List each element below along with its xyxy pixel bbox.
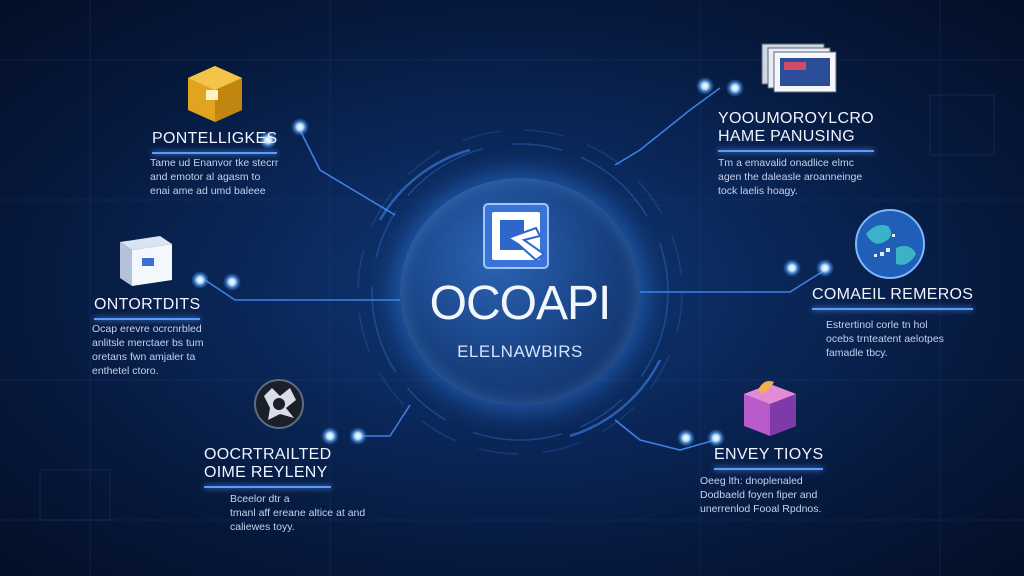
desc-line: enai ame ad umd baleee (150, 185, 266, 197)
desc-line: Tm a emavalid onadlice elmc (718, 157, 854, 169)
desc-line: ocebs trnteatent aelotpes (826, 333, 944, 345)
node-mid-left-title-line: ONTORTDITS (94, 296, 201, 313)
desc-line: and emotor al agasm to (150, 171, 261, 183)
purple-box-icon (744, 381, 796, 436)
title-underline (714, 468, 824, 470)
node-mid-left-desc: Ocap erevre ocrcnrbled anlitsle merctaer… (92, 322, 203, 378)
node-bottom-left-title-line: OOCRTRAILTED (204, 446, 332, 463)
central-hub[interactable]: OCOAPI ELELNAWBIRS (400, 178, 640, 406)
node-bottom-left-title[interactable]: OOCRTRAILTED OIME REYLENY (204, 446, 332, 488)
node-mid-left-title[interactable]: ONTORTDITS (94, 296, 201, 320)
globe-icon (855, 209, 925, 279)
desc-line: enthetel ctoro. (92, 365, 159, 377)
desc-line: Estrertinol corle tn hol (826, 319, 928, 331)
node-top-left-desc: Tame ud Enanvor tke stecrr and emotor al… (150, 156, 278, 198)
title-underline (94, 318, 201, 320)
title-underline (204, 486, 332, 488)
title-underline (812, 308, 974, 310)
node-top-right-title-line: HAME PANUSING (718, 128, 855, 145)
node-bottom-left-title-line: OIME REYLENY (204, 464, 328, 481)
node-bottom-right-desc: Oeeg lth: dnoplenaled Dodbaeld foyen fip… (700, 474, 821, 516)
node-bottom-right-title[interactable]: ENVEY TIOYS (714, 446, 824, 470)
white-box-icon (120, 236, 172, 286)
node-bottom-right-title-line: ENVEY TIOYS (714, 446, 824, 463)
node-top-right-desc: Tm a emavalid onadlice elmc agen the dal… (718, 156, 862, 198)
desc-line: caliewes toyy. (230, 521, 295, 533)
node-top-left-title[interactable]: PONTELLIGKES (152, 130, 278, 154)
title-underline (718, 150, 874, 152)
desc-line: agen the daleasle aroanneinge (718, 171, 863, 183)
hub-title: OCOAPI (429, 277, 612, 330)
desc-line: Ocap erevre ocrcnrbled (92, 323, 202, 335)
node-mid-right-desc: Estrertinol corle tn hol ocebs trnteaten… (826, 318, 944, 360)
desc-line: oretans fwn amjaler ta (92, 351, 196, 363)
desc-line: unerrenlod Fooal Rpdnos. (700, 503, 822, 515)
desc-line: Dodbaeld foyen fiper and (700, 489, 818, 501)
desc-line: famadle tbcy. (826, 347, 888, 359)
api-logo-icon (483, 203, 549, 269)
node-top-right-title-line: YOOUMOROYLCRO (718, 110, 874, 127)
desc-line: anlitsle merctaer bs tum (92, 337, 204, 349)
desc-line: Tame ud Enanvor tke stecrr (150, 157, 279, 169)
node-mid-right-title[interactable]: COMAEIL REMEROS (812, 286, 974, 310)
node-bottom-left-desc: Bceelor dtr a tmanl aff ereane altice at… (230, 492, 365, 534)
desc-line: tock laelis hoagy. (718, 185, 798, 197)
desc-line: Oeeg lth: dnoplenaled (700, 475, 803, 487)
card-stack-icon (761, 43, 837, 93)
title-underline (152, 152, 278, 154)
gold-cube-icon (188, 66, 242, 122)
node-top-left-title-line: PONTELLIGKES (152, 130, 278, 147)
hub-subtitle: ELELNAWBIRS (457, 342, 583, 361)
desc-line: tmanl aff ereane altice at and (230, 507, 366, 519)
desc-line: Bceelor dtr a (230, 493, 290, 505)
node-mid-right-title-line: COMAEIL REMEROS (812, 286, 974, 303)
node-top-right-title[interactable]: YOOUMOROYLCRO HAME PANUSING (718, 110, 874, 152)
dark-emblem-icon (254, 379, 304, 429)
